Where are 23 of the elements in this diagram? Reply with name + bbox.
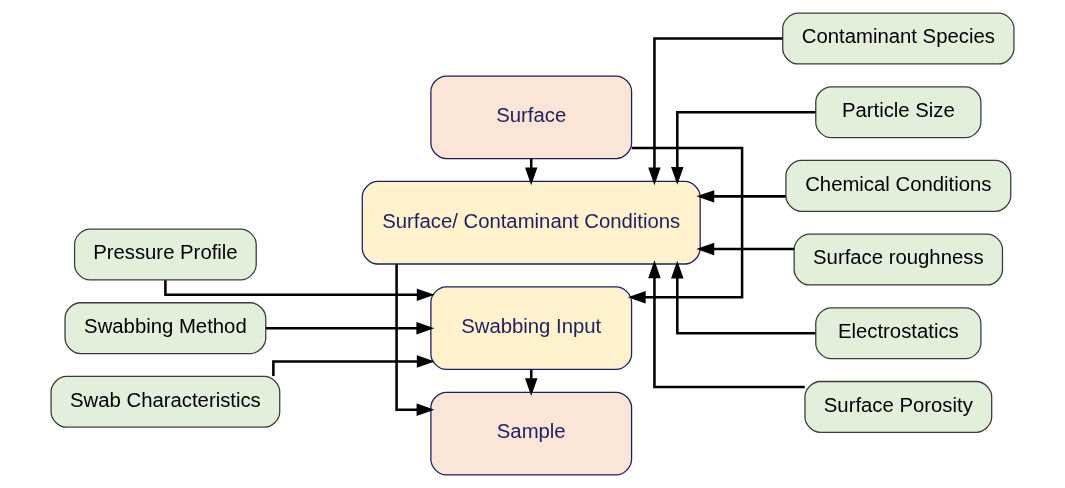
arrow [164,280,435,302]
node-box: Particle Size [815,86,982,139]
arrow [395,264,435,416]
node-box: Swabbing Method [64,302,267,355]
node-box: Electrostatics [815,307,982,360]
node-box: Sample [430,391,633,476]
arrow [696,190,786,203]
node-box: Contaminant Species [782,12,1015,65]
arrow [648,37,783,186]
arrow [671,110,816,185]
arrow [627,146,744,304]
node-box: Surface roughness [793,233,1004,286]
arrow [265,321,435,335]
node-box: Chemical Conditions [785,159,1012,212]
node-box: Swabbing Input [430,286,633,371]
node-box: Surface/ Contaminant Conditions [361,180,701,265]
arrow [671,260,816,335]
arrow [696,242,795,256]
node-box: Surface [430,75,633,160]
arrow [648,260,805,389]
node-box: Surface Porosity [804,380,993,433]
node-box: Swab Characteristics [50,375,281,428]
node-box: Pressure Profile [73,228,257,281]
